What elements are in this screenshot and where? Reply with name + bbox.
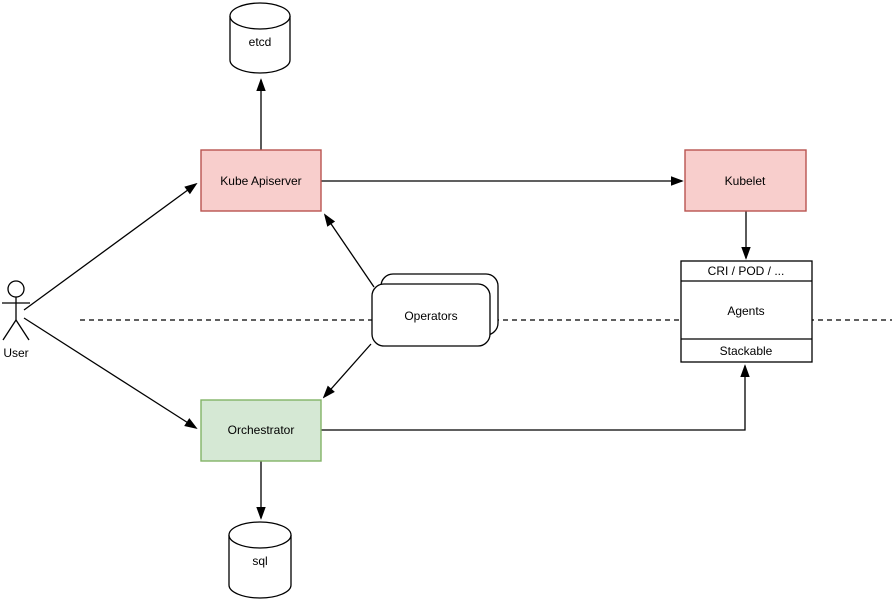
node-kube-apiserver: Kube Apiserver xyxy=(200,149,322,212)
node-etcd: etcd xyxy=(229,2,291,74)
etcd-label: etcd xyxy=(249,35,272,49)
user-actor-right-leg xyxy=(15,319,30,341)
edge-operators-to-orchestrator xyxy=(324,343,372,397)
node-kubelet: Kubelet xyxy=(684,149,807,212)
kube-apiserver-label: Kube Apiserver xyxy=(220,174,301,188)
kubelet-box xyxy=(684,149,807,212)
etcd-cylinder-body xyxy=(229,16,291,74)
operators-front-card xyxy=(371,283,491,347)
operators-label: Operators xyxy=(404,309,457,323)
agents-footer-label: Stackable xyxy=(720,344,773,358)
edge-user-to-kube-apiserver xyxy=(23,184,196,311)
sql-cylinder-body xyxy=(228,535,292,599)
agents-header-label: CRI / POD / ... xyxy=(708,264,785,278)
user-label: User xyxy=(3,346,28,360)
node-sql: sql xyxy=(228,521,292,599)
sql-cylinder-top xyxy=(228,521,292,549)
edge-orchestrator-to-stackable xyxy=(321,366,745,431)
edge-user-to-orchestrator xyxy=(23,317,196,428)
kube-apiserver-box xyxy=(200,149,322,212)
user-actor-left-leg xyxy=(2,319,17,341)
actor-user: User xyxy=(2,280,30,360)
node-agents-stack: CRI / POD / ... Agents Stackable xyxy=(680,260,813,363)
node-operators: Operators xyxy=(371,273,499,347)
edge-operators-to-kube-apiserver xyxy=(325,215,375,288)
agents-outer-box xyxy=(680,260,813,363)
node-orchestrator: Orchestrator xyxy=(200,399,322,462)
user-actor-head xyxy=(7,280,25,298)
sql-label: sql xyxy=(252,554,267,568)
orchestrator-label: Orchestrator xyxy=(228,423,295,437)
kubelet-label: Kubelet xyxy=(725,174,766,188)
etcd-cylinder-top xyxy=(229,2,291,30)
agents-body-label: Agents xyxy=(727,304,764,318)
orchestrator-box xyxy=(200,399,322,462)
